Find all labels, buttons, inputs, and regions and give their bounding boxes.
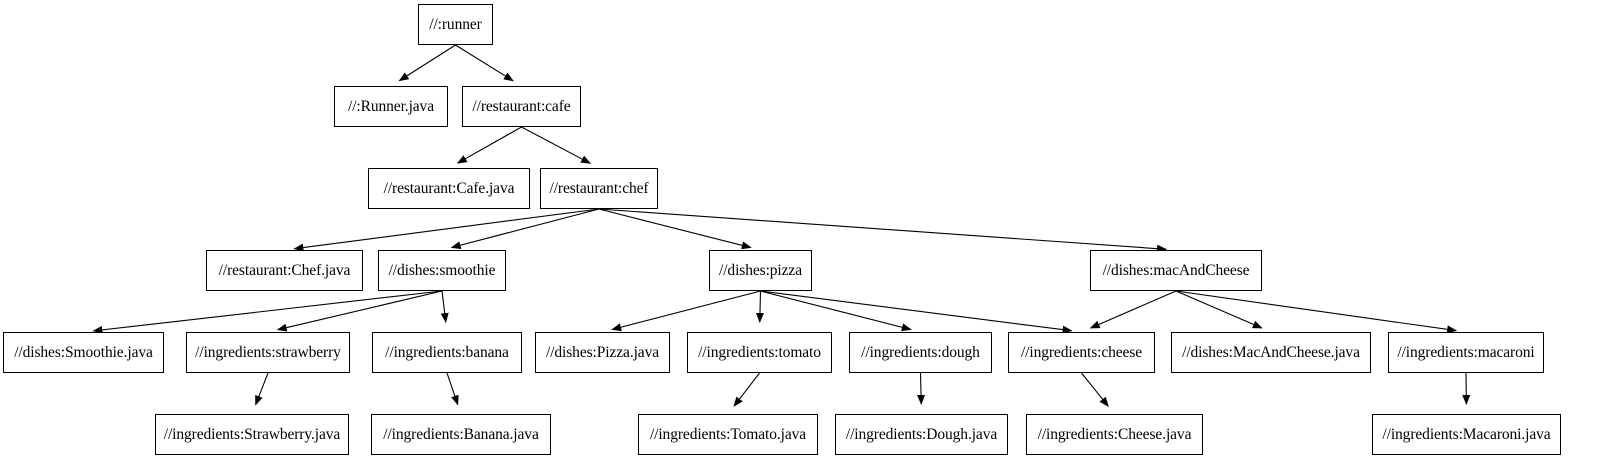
graph-node-strawberry_java[interactable]: //ingredients:Strawberry.java	[155, 414, 349, 455]
graph-node-ing_banana[interactable]: //ingredients:banana	[372, 332, 522, 373]
graph-node-label: //dishes:pizza	[719, 261, 802, 279]
graph-node-label: //dishes:Smoothie.java	[14, 343, 153, 361]
graph-node-banana_java[interactable]: //ingredients:Banana.java	[371, 414, 551, 455]
graph-node-label: //:runner	[429, 15, 482, 33]
graph-node-pizza_java[interactable]: //dishes:Pizza.java	[535, 332, 670, 373]
graph-node-ing_dough[interactable]: //ingredients:dough	[849, 332, 992, 373]
graph-edge-dishes_mac-to-ing_cheese	[1089, 290, 1177, 329]
graph-edge-dishes_pizza-to-ing_cheese	[760, 290, 1073, 334]
graph-node-label: //ingredients:dough	[861, 343, 980, 361]
graph-node-label: //restaurant:cafe	[472, 97, 571, 115]
graph-node-macaroni_java[interactable]: //ingredients:Macaroni.java	[1372, 414, 1561, 455]
graph-node-ing_tomato[interactable]: //ingredients:tomato	[687, 332, 832, 373]
graph-node-dishes_smoothie[interactable]: //dishes:smoothie	[378, 250, 506, 291]
graph-node-label: //dishes:Pizza.java	[545, 343, 660, 361]
graph-node-label: //dishes:smoothie	[388, 261, 496, 279]
graph-node-restaurant_chef[interactable]: //restaurant:chef	[540, 168, 658, 209]
graph-edge-runner-to-runner_java	[398, 44, 456, 82]
graph-node-tomato_java[interactable]: //ingredients:Tomato.java	[638, 414, 818, 455]
graph-node-label: //dishes:MacAndCheese.java	[1182, 343, 1360, 361]
graph-edge-runner-to-restaurant_cafe	[455, 44, 514, 82]
graph-node-label: //ingredients:Tomato.java	[649, 425, 807, 443]
graph-node-label: //ingredients:Cheese.java	[1037, 425, 1192, 443]
graph-edge-restaurant_chef-to-dishes_pizza	[598, 208, 752, 250]
graph-node-dough_java[interactable]: //ingredients:Dough.java	[835, 414, 1008, 455]
graph-edge-restaurant_cafe-to-cafe_java	[456, 126, 522, 164]
graph-node-runner_java[interactable]: //:Runner.java	[334, 86, 448, 127]
graph-edge-dishes_mac-to-mac_java	[1175, 290, 1263, 329]
graph-edge-dishes_pizza-to-pizza_java	[611, 290, 761, 332]
graph-node-label: //restaurant:Chef.java	[218, 261, 351, 279]
graph-node-cheese_java[interactable]: //ingredients:Cheese.java	[1026, 414, 1203, 455]
graph-edge-restaurant_chef-to-dishes_mac	[598, 208, 1168, 253]
graph-node-restaurant_cafe[interactable]: //restaurant:cafe	[462, 86, 581, 127]
graph-edge-dishes_pizza-to-ing_dough	[760, 290, 912, 332]
graph-edge-dishes_smoothie-to-ing_strawberry	[276, 290, 443, 332]
graph-node-label: //ingredients:tomato	[698, 343, 821, 361]
graph-node-dishes_mac[interactable]: //dishes:macAndCheese	[1090, 250, 1262, 291]
graph-node-label: //:Runner.java	[348, 97, 434, 115]
graph-node-smoothie_java[interactable]: //dishes:Smoothie.java	[3, 332, 164, 373]
graph-node-ing_strawberry[interactable]: //ingredients:strawberry	[186, 332, 350, 373]
graph-node-mac_java[interactable]: //dishes:MacAndCheese.java	[1171, 332, 1371, 373]
graph-edge-ing_banana-to-banana_java	[446, 372, 459, 406]
graph-edge-dishes_smoothie-to-ing_banana	[440, 290, 449, 324]
graph-node-ing_macaroni[interactable]: //ingredients:macaroni	[1388, 332, 1544, 373]
graph-node-label: //ingredients:Banana.java	[383, 425, 539, 443]
graph-node-ing_cheese[interactable]: //ingredients:cheese	[1008, 332, 1155, 373]
graph-node-label: //ingredients:banana	[385, 343, 509, 361]
graph-node-cafe_java[interactable]: //restaurant:Cafe.java	[368, 168, 530, 209]
graph-edge-restaurant_cafe-to-restaurant_chef	[521, 126, 592, 164]
graph-node-label: //dishes:macAndCheese	[1102, 261, 1250, 279]
graph-node-label: //restaurant:chef	[549, 179, 649, 197]
graph-node-label: //ingredients:strawberry	[195, 343, 341, 361]
graph-edge-dishes_smoothie-to-smoothie_java	[92, 290, 443, 334]
graph-edge-ing_cheese-to-cheese_java	[1081, 372, 1109, 407]
graph-node-runner[interactable]: //:runner	[418, 4, 493, 45]
graph-node-label: //ingredients:Macaroni.java	[1382, 425, 1551, 443]
graph-node-label: //restaurant:Cafe.java	[383, 179, 515, 197]
graph-node-label: //ingredients:macaroni	[1397, 343, 1535, 361]
graph-node-chef_java[interactable]: //restaurant:Chef.java	[206, 250, 363, 291]
graph-node-label: //ingredients:Dough.java	[845, 425, 998, 443]
graph-edge-dishes_mac-to-ing_macaroni	[1175, 290, 1458, 334]
graph-edge-ing_strawberry-to-strawberry_java	[255, 372, 269, 406]
graph-edge-restaurant_chef-to-dishes_smoothie	[450, 208, 600, 250]
graph-edge-dishes_pizza-to-ing_tomato	[755, 290, 764, 324]
graph-edge-ing_dough-to-dough_java	[917, 372, 926, 406]
graph-node-label: //ingredients:Strawberry.java	[163, 425, 341, 443]
graph-node-dishes_pizza[interactable]: //dishes:pizza	[709, 250, 812, 291]
graph-node-label: //ingredients:cheese	[1020, 343, 1143, 361]
graph-edge-restaurant_chef-to-chef_java	[293, 208, 600, 252]
graph-edge-ing_tomato-to-tomato_java	[733, 372, 760, 407]
